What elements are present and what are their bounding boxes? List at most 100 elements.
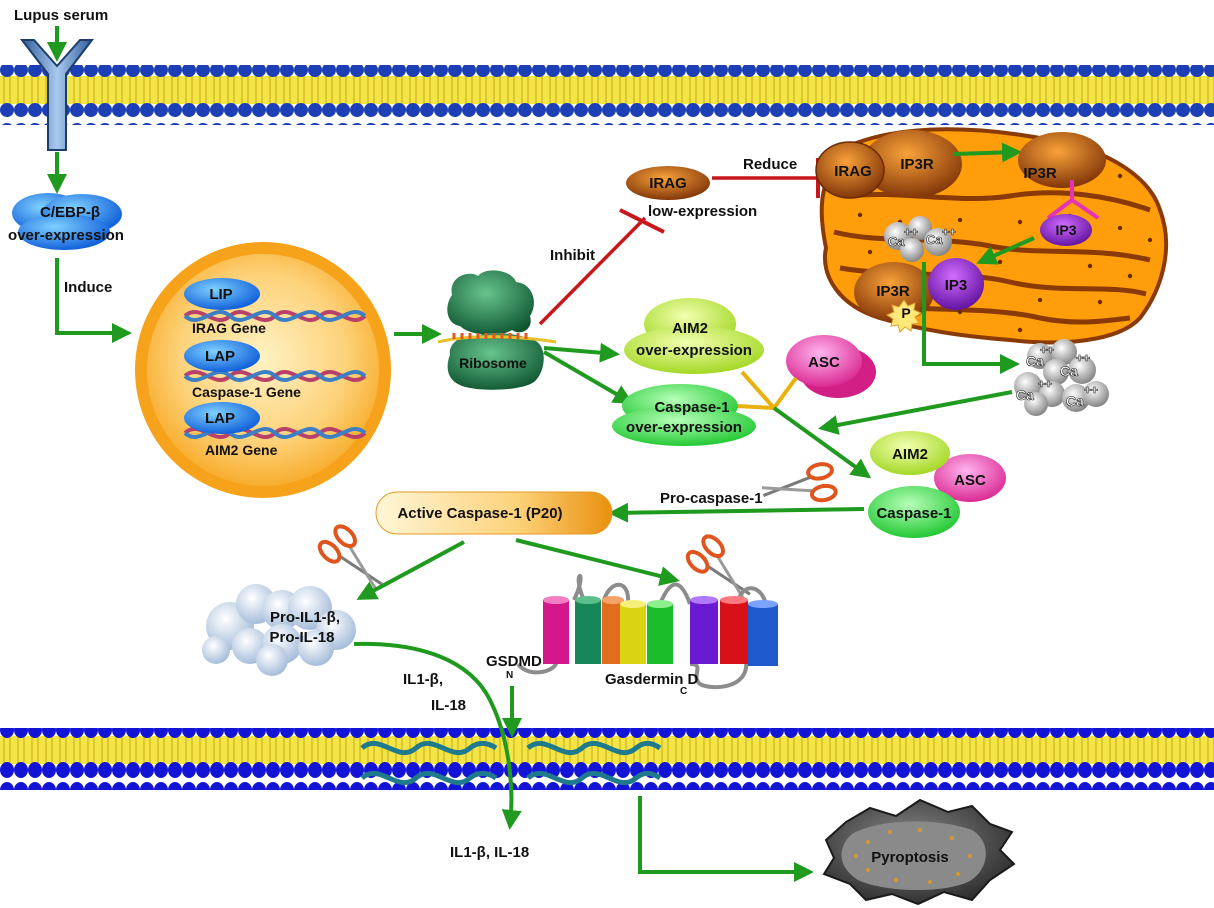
pyroptosis-label: Pyroptosis (871, 849, 949, 866)
inhibit-line (538, 216, 647, 326)
active-to-gsdmd-arrow (515, 538, 680, 586)
inflam-aim2-label: AIM2 (892, 446, 928, 463)
il-release-arrow (353, 641, 522, 830)
scissors-icon (761, 462, 838, 503)
n-terminus-label: N (506, 670, 513, 681)
low-expression-label: low-expression (648, 203, 757, 220)
er-ip3r-top-label: IP3R (900, 156, 934, 173)
il-release-label-1: IL1-β, (403, 671, 443, 688)
lip-node (184, 278, 260, 310)
cyto-ca-charge-4: ++ (1084, 383, 1098, 397)
er-irag-ip3r-complex: IRAG IP3R (815, 130, 962, 199)
bottom-cell-membrane (0, 728, 1214, 790)
er-ip3r-right-label: IP3R (1023, 165, 1057, 182)
gsdmd-pore-left (360, 740, 498, 786)
caspase1-over-expression-node: Caspase-1 over-expression (612, 384, 756, 446)
irag-node (626, 166, 710, 200)
il-release-label-2: IL-18 (431, 697, 466, 714)
lap-label-2: LAP (205, 410, 235, 427)
caspase1-gene-label: Caspase-1 Gene (192, 384, 301, 400)
inflam-casp1-label: Caspase-1 (876, 505, 951, 522)
gsdmd-label: GSDMD (486, 653, 542, 670)
cyto-ca-label-3: Ca (1016, 387, 1034, 403)
gsdmd-pore-right (526, 740, 662, 786)
nucleus (135, 242, 391, 498)
pyroptotic-cell: Pyroptosis (822, 798, 1016, 906)
inflammasome-assembly-connector (735, 370, 798, 410)
er-ip3r-right: IP3R (1018, 132, 1106, 188)
phosphate-icon: P (885, 299, 923, 333)
induce-arrow (55, 258, 132, 343)
dna-helix-irag (183, 309, 367, 323)
lap-node-2 (184, 402, 260, 434)
er-ip3-right-label: IP3 (1055, 222, 1076, 238)
inflam-asc-label: ASC (954, 472, 986, 489)
casp1-over-label-2: over-expression (626, 419, 742, 436)
er-ip3-bottom-label: IP3 (945, 277, 968, 294)
c-terminus-label: C (680, 686, 687, 697)
lip-label: LIP (209, 286, 232, 303)
reduce-label: Reduce (743, 156, 797, 173)
aim2-gene-label: AIM2 Gene (205, 442, 278, 458)
cebp-label-2: over-expression (8, 227, 124, 244)
receptor-icon (19, 39, 95, 151)
er-ca-charge-2: ++ (942, 225, 956, 239)
phospho-label: P (901, 305, 910, 321)
cyto-ca-label-4: Ca (1066, 393, 1084, 409)
il-out-label: IL1-β, IL-18 (450, 844, 529, 861)
er-ip3r-bottom-label: IP3R (876, 283, 910, 300)
pro-caspase1-arrow (608, 502, 865, 523)
lupus-serum-label: Lupus serum (14, 7, 108, 24)
ip3r-translocation-arrow (953, 142, 1022, 163)
aim2-over-expression-node: AIM2 over-expression (624, 298, 764, 374)
pro-il-cluster: Pro-IL1-β, Pro-IL-18 (202, 584, 356, 676)
er-ca-label-2: Ca (926, 232, 943, 247)
aim2-over-label-2: over-expression (636, 342, 752, 359)
cytosolic-calcium-cluster: Ca ++ Ca ++ Ca ++ Ca ++ (1014, 339, 1109, 416)
pro-il-label-2: Pro-IL-18 (269, 629, 334, 646)
dna-helix-caspase1 (183, 369, 367, 383)
cebp-beta-node: C/EBP-β over-expression (8, 193, 124, 250)
aim2-over-label-1: AIM2 (672, 320, 708, 337)
irag-label: IRAG (649, 175, 687, 192)
er-ca-label-1: Ca (888, 234, 905, 249)
asc-node: ASC (786, 335, 876, 398)
ribosome: Ribosome (437, 270, 557, 390)
cyto-ca-charge-2: ++ (1076, 351, 1090, 365)
gasdermin-d-label: Gasdermin D (605, 671, 699, 688)
cyto-ca-charge-3: ++ (1038, 377, 1052, 391)
active-caspase1-node: Active Caspase-1 (P20) (375, 491, 613, 535)
top-cell-membrane (0, 65, 1214, 125)
er-calcium-cluster: Ca ++ Ca ++ (884, 216, 956, 262)
casp1-over-label-1: Caspase-1 (654, 399, 729, 416)
er-ip3-bottom (928, 258, 984, 310)
calcium-to-inflammasome-arrow (818, 390, 1013, 435)
cebp-label-1: C/EBP-β (40, 204, 100, 221)
ribosome-label: Ribosome (459, 355, 527, 371)
ip3-binding-icon (1046, 180, 1100, 220)
pro-caspase1-label: Pro-caspase-1 (660, 490, 763, 507)
lap-node-1 (184, 340, 260, 372)
cyto-ca-label-2: Ca (1060, 363, 1078, 379)
cyto-ca-label-1: Ca (1026, 353, 1044, 369)
inflammasome-complex: AIM2 ASC Caspase-1 (868, 431, 1006, 538)
ribosome-to-aim2-arrow (543, 342, 620, 363)
calcium-release-arrow (922, 262, 1020, 374)
er-ip3-right (1040, 214, 1092, 246)
er-irag-label: IRAG (834, 163, 872, 180)
induce-label: Induce (64, 279, 112, 296)
ip3-to-ip3r-arrow (976, 236, 1035, 265)
inhibit-label: Inhibit (550, 247, 595, 264)
lap-label-1: LAP (205, 348, 235, 365)
pro-il-label-1: Pro-IL1-β, (270, 609, 340, 626)
assembly-to-inflammasome-arrow (772, 406, 872, 479)
irag-gene-label: IRAG Gene (192, 320, 266, 336)
gasdermin-d-structure (516, 574, 778, 690)
cyto-ca-charge-1: ++ (1040, 343, 1054, 357)
inhibit-bar (619, 208, 665, 234)
ribosome-to-caspase1-arrow (542, 350, 634, 405)
asc-label: ASC (808, 354, 840, 371)
er-ca-charge-1: ++ (904, 225, 918, 239)
active-caspase1-label: Active Caspase-1 (P20) (397, 505, 562, 522)
